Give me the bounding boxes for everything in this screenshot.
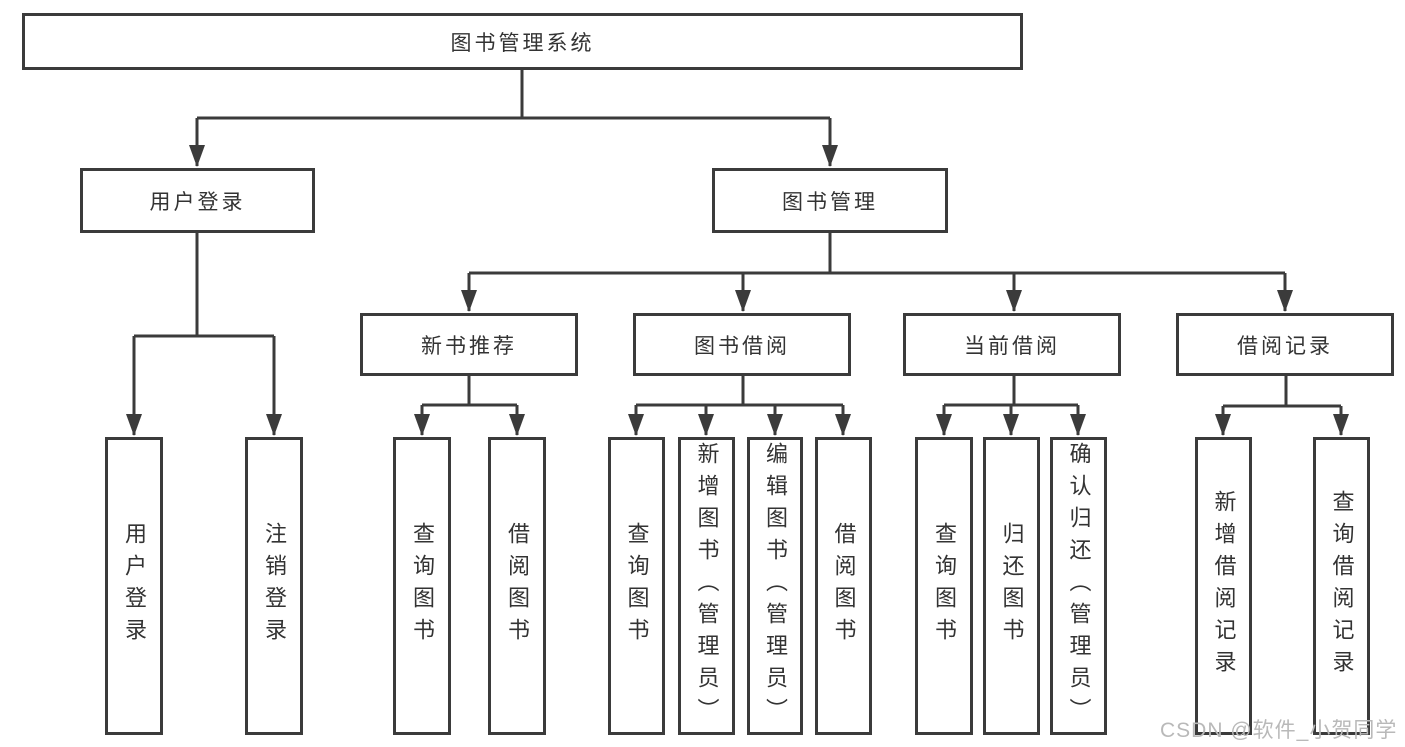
leaf-query-borrow-record: 查询借阅记录	[1313, 437, 1370, 735]
node-label: 图书借阅	[694, 334, 790, 358]
node-label: 查询借阅记录	[1329, 490, 1355, 682]
node-current-borrow: 当前借阅	[903, 313, 1121, 376]
watermark: CSDN @软件_小贺同学	[1160, 719, 1398, 742]
leaf-query-books-1: 查询图书	[393, 437, 451, 735]
node-label: 编辑图书（管理员）	[763, 442, 788, 730]
leaf-add-borrow-record: 新增借阅记录	[1195, 437, 1252, 735]
node-book-management: 图书管理	[712, 168, 948, 233]
node-label: 查询图书	[410, 522, 435, 650]
node-label: 确认归还（管理员）	[1066, 442, 1092, 730]
node-label: 借阅图书	[831, 522, 857, 650]
leaf-user-login: 用户登录	[105, 437, 163, 735]
node-label: 图书管理系统	[450, 31, 595, 55]
leaf-query-books-3: 查询图书	[915, 437, 973, 735]
leaf-return-books: 归还图书	[983, 437, 1040, 735]
node-label: 新书推荐	[421, 334, 517, 358]
leaf-add-books-admin: 新增图书（管理员）	[678, 437, 735, 735]
node-label: 归还图书	[999, 522, 1025, 650]
node-label: 图书管理	[782, 190, 878, 214]
node-root: 图书管理系统	[22, 13, 1023, 70]
node-user-login: 用户登录	[80, 168, 315, 233]
node-label: 用户登录	[149, 190, 246, 214]
leaf-borrow-books-1: 借阅图书	[488, 437, 546, 735]
node-label: 当前借阅	[964, 334, 1060, 358]
node-book-borrow: 图书借阅	[633, 313, 851, 376]
node-label: 借阅记录	[1237, 334, 1333, 358]
node-new-book-recommend: 新书推荐	[360, 313, 578, 376]
leaf-logout: 注销登录	[245, 437, 303, 735]
node-label: 新增借阅记录	[1211, 490, 1237, 682]
leaf-query-books-2: 查询图书	[608, 437, 665, 735]
node-label: 注销登录	[262, 522, 287, 650]
node-label: 用户登录	[122, 522, 147, 650]
node-label: 查询图书	[624, 522, 650, 650]
leaf-confirm-return-admin: 确认归还（管理员）	[1050, 437, 1107, 735]
node-label: 查询图书	[932, 522, 957, 650]
node-borrow-record: 借阅记录	[1176, 313, 1394, 376]
leaf-edit-books-admin: 编辑图书（管理员）	[747, 437, 803, 735]
leaf-borrow-books-2: 借阅图书	[815, 437, 872, 735]
node-label: 借阅图书	[505, 522, 530, 650]
node-label: 新增图书（管理员）	[694, 442, 720, 730]
